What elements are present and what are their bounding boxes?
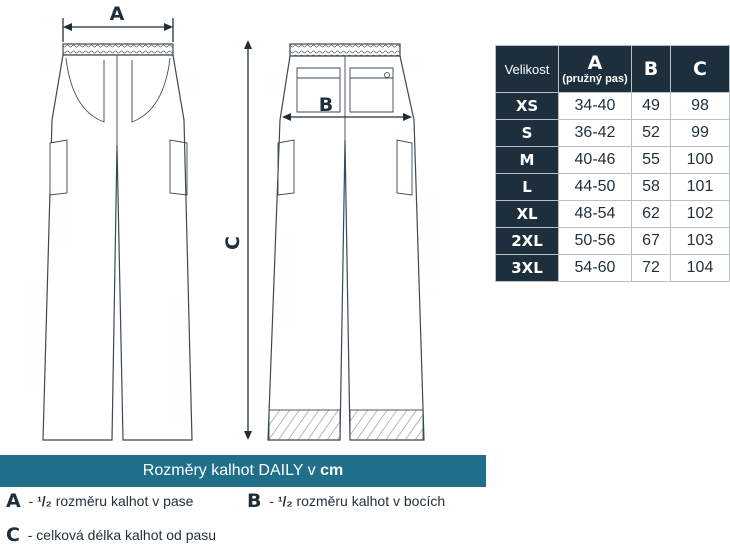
legend-a-key: A xyxy=(6,490,21,512)
value-a: 54-60 xyxy=(558,254,632,282)
size-label: S xyxy=(495,119,559,147)
size-label: M xyxy=(495,146,559,174)
value-b: 58 xyxy=(631,173,671,201)
legend-c-text: celková délka kalhot od pasu xyxy=(36,527,217,543)
front-right-cargo-pocket xyxy=(169,139,188,196)
front-pants-outline xyxy=(42,54,193,441)
value-a: 50-56 xyxy=(558,227,632,255)
value-b: 67 xyxy=(631,227,671,255)
value-a: 44-50 xyxy=(558,173,632,201)
back-pants-drawing xyxy=(267,43,425,441)
legend-b-fraction: ¹/₂ xyxy=(277,493,293,509)
front-right-pocket xyxy=(131,57,171,123)
back-left-cargo-pocket xyxy=(277,139,295,196)
value-c: 98 xyxy=(670,92,730,120)
legend-c-key: C xyxy=(6,524,20,546)
arrow-b-left xyxy=(282,113,291,121)
dimension-c-label: C xyxy=(222,236,244,250)
value-a: 34-40 xyxy=(558,92,632,120)
arrow-b-right xyxy=(403,113,412,121)
col-a-header-label: A xyxy=(587,52,603,74)
dimension-b xyxy=(282,113,412,121)
value-c: 101 xyxy=(670,173,730,201)
value-c: 99 xyxy=(670,119,730,147)
value-a: 40-46 xyxy=(558,146,632,174)
back-right-pocket xyxy=(349,67,394,113)
back-pants-outline xyxy=(267,55,425,441)
back-waistband xyxy=(289,43,401,57)
caption-text: Rozměry kalhot DAILY v xyxy=(142,462,316,479)
arrow-c-top xyxy=(244,40,252,49)
value-c: 100 xyxy=(670,146,730,174)
size-column-header: Velikost xyxy=(495,45,559,93)
dimension-c xyxy=(244,40,252,440)
legend-a-dash: - xyxy=(28,493,34,509)
col-c-header-label: C xyxy=(693,58,707,80)
back-left-reflective-band xyxy=(268,409,341,441)
size-label: 3XL xyxy=(495,254,559,282)
dimension-a-label: A xyxy=(110,3,125,25)
arrow-c-bottom xyxy=(244,431,252,440)
col-b-header-label: B xyxy=(643,58,659,80)
value-a: 36-42 xyxy=(558,119,632,147)
legend-c: C - celková délka kalhot od pasu xyxy=(6,524,216,546)
size-label: XS xyxy=(495,92,559,120)
legend-a-fraction: ¹/₂ xyxy=(37,493,52,509)
value-a: 48-54 xyxy=(558,200,632,228)
size-table-header-row: Velikost A (pružný pas) B C xyxy=(495,45,730,93)
value-b: 55 xyxy=(631,146,671,174)
back-right-cargo-pocket xyxy=(396,139,413,196)
col-b-header: B xyxy=(631,45,671,93)
value-b: 49 xyxy=(631,92,671,120)
value-b: 72 xyxy=(631,254,671,282)
value-c: 103 xyxy=(670,227,730,255)
back-right-reflective-band xyxy=(349,409,424,441)
legend-a: A - ¹/₂ rozměru kalhot v pase xyxy=(6,490,193,512)
back-left-pocket xyxy=(296,67,341,113)
caption-bar: Rozměry kalhot DAILY v cm xyxy=(0,455,486,487)
arrow-a-right xyxy=(164,23,173,31)
col-a-header: A (pružný pas) xyxy=(558,45,632,93)
arrow-a-left xyxy=(63,23,72,31)
legend-a-text: rozměru kalhot v pase xyxy=(55,493,194,509)
legend-b-dash: - xyxy=(269,493,274,509)
size-label: L xyxy=(495,173,559,201)
legend-c-dash: - xyxy=(27,527,33,543)
value-b: 62 xyxy=(631,200,671,228)
col-c-header: C xyxy=(670,45,730,93)
pants-diagram: A B C xyxy=(42,3,425,441)
size-label: XL xyxy=(495,200,559,228)
front-waistband xyxy=(62,43,174,56)
front-left-pocket xyxy=(65,57,105,123)
legend-b: B - ¹/₂ rozměru kalhot v bocích xyxy=(247,490,445,512)
legend-b-key: B xyxy=(247,490,262,512)
legend-b-text: rozměru kalhot v bocích xyxy=(296,493,446,509)
caption-unit: cm xyxy=(320,462,344,479)
back-pocket-button xyxy=(384,72,390,78)
value-c: 104 xyxy=(670,254,730,282)
size-label: 2XL xyxy=(495,227,559,255)
front-pants-drawing xyxy=(42,43,193,441)
dimension-b-label: B xyxy=(319,94,333,116)
dimension-a xyxy=(62,18,174,42)
col-a-header-sub: (pružný pas) xyxy=(562,73,628,85)
value-b: 52 xyxy=(631,119,671,147)
front-left-cargo-pocket xyxy=(49,139,68,196)
value-c: 102 xyxy=(670,200,730,228)
